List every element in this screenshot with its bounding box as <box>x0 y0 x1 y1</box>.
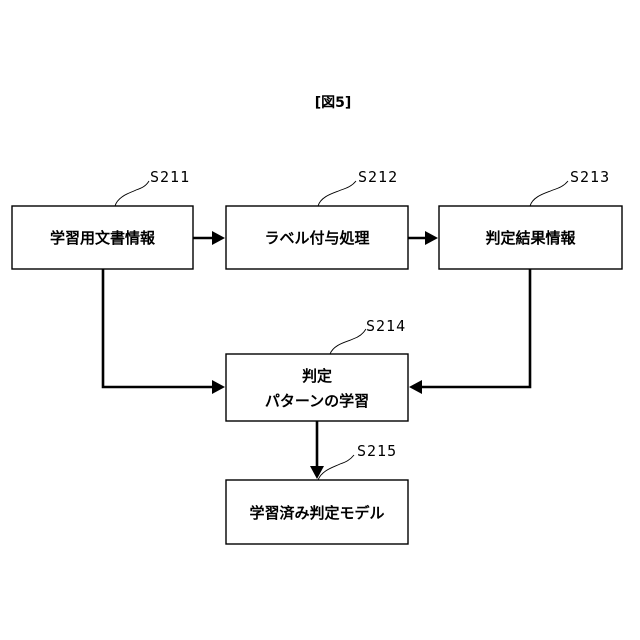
step-s211-ref: S211 <box>150 168 190 186</box>
step-s211-leader <box>115 181 149 206</box>
arrow-s214-to-s215 <box>310 421 324 479</box>
step-s213-leader <box>530 181 568 206</box>
arrow-s211-to-s214 <box>103 269 225 394</box>
step-s212-leader <box>318 181 356 206</box>
step-s213-label: 判定結果情報 <box>485 229 576 247</box>
step-s215-label: 学習済み判定モデル <box>249 504 384 522</box>
figure-label: [図5] <box>315 95 352 111</box>
step-s214-ref: S214 <box>366 317 406 335</box>
step-s211-label: 学習用文書情報 <box>50 229 156 247</box>
step-s213: 判定結果情報 S213 <box>439 168 622 269</box>
arrow-s213-to-s214 <box>409 269 530 394</box>
step-s215-ref: S215 <box>357 442 397 460</box>
arrow-s212-to-s213 <box>408 231 438 245</box>
step-s214-leader <box>330 329 366 354</box>
step-s215-leader <box>318 455 354 480</box>
step-s214-label-line1: 判定 <box>302 367 332 385</box>
step-s211: 学習用文書情報 S211 <box>12 168 193 269</box>
step-s214-box <box>226 354 408 421</box>
step-s214: 判定 パターンの学習 S214 <box>226 317 408 421</box>
step-s212-ref: S212 <box>358 168 398 186</box>
step-s212-label: ラベル付与処理 <box>264 229 369 247</box>
arrow-s211-to-s212 <box>193 231 225 245</box>
step-s213-ref: S213 <box>570 168 610 186</box>
step-s212: ラベル付与処理 S212 <box>226 168 408 269</box>
step-s214-label-line2: パターンの学習 <box>265 392 369 410</box>
